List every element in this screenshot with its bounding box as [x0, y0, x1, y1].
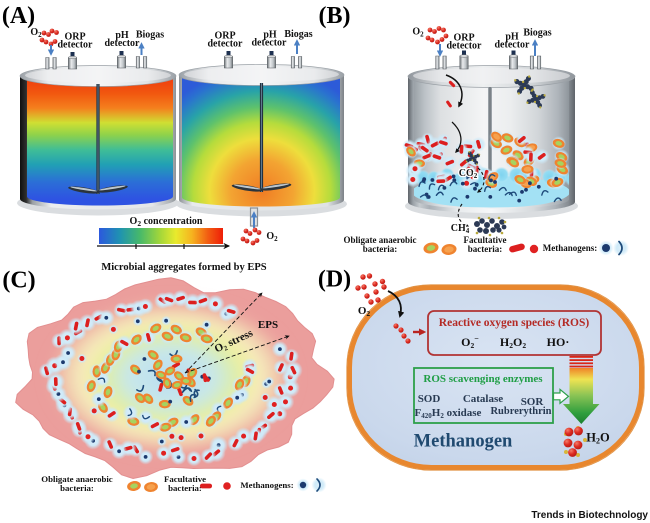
- svg-text:SOR: SOR: [521, 396, 545, 408]
- svg-text:ORP: ORP: [453, 33, 474, 44]
- svg-text:Biogas: Biogas: [136, 30, 164, 41]
- svg-text:pH: pH: [263, 30, 277, 41]
- svg-text:EPS: EPS: [258, 319, 278, 331]
- svg-text:bacteria:: bacteria:: [168, 483, 202, 493]
- svg-text:Rubrerythrin: Rubrerythrin: [490, 406, 551, 417]
- svg-text:detector: detector: [447, 41, 483, 52]
- svg-text:bacteria:: bacteria:: [468, 244, 502, 254]
- svg-text:Microbial aggregates formed by: Microbial aggregates formed by EPS: [101, 262, 266, 273]
- svg-text:ORP: ORP: [214, 31, 235, 42]
- svg-text:detector: detector: [58, 40, 94, 51]
- svg-text:Catalase: Catalase: [463, 393, 503, 405]
- svg-text:(B): (B): [319, 3, 351, 29]
- svg-text:Facultative: Facultative: [464, 235, 507, 245]
- svg-text:detector: detector: [495, 40, 531, 51]
- svg-text:detector: detector: [208, 39, 244, 50]
- svg-text:F420H2 oxidase: F420H2 oxidase: [415, 407, 482, 420]
- svg-text:Obligate anaerobic: Obligate anaerobic: [41, 474, 113, 484]
- svg-text:SOD: SOD: [418, 393, 441, 405]
- svg-text:Methanogens:: Methanogens:: [543, 243, 598, 253]
- svg-text:pH: pH: [505, 32, 519, 43]
- svg-text:detector: detector: [105, 38, 141, 49]
- svg-text:(C): (C): [2, 268, 35, 294]
- svg-text:Methanogen: Methanogen: [414, 432, 513, 452]
- svg-text:(D): (D): [318, 267, 351, 293]
- svg-text:HO·: HO·: [547, 335, 570, 349]
- svg-text:O2: O2: [412, 27, 424, 39]
- svg-text:bacteria:: bacteria:: [60, 483, 94, 493]
- svg-text:CH4: CH4: [451, 223, 470, 235]
- svg-text:O2: O2: [30, 27, 42, 39]
- svg-text:CO2: CO2: [459, 168, 478, 180]
- svg-text:Biogas: Biogas: [523, 28, 551, 39]
- svg-text:detector: detector: [252, 38, 288, 49]
- svg-text:Biogas: Biogas: [284, 29, 312, 40]
- svg-text:bacteria:: bacteria:: [363, 244, 397, 254]
- svg-text:Trends in Biotechnology: Trends in Biotechnology: [531, 510, 648, 521]
- svg-text:Methanogens:: Methanogens:: [240, 480, 293, 490]
- svg-text:H2O2: H2O2: [500, 335, 526, 350]
- svg-text:ROS scavenging enzymes: ROS scavenging enzymes: [423, 373, 543, 385]
- svg-text:Obligate anaerobic: Obligate anaerobic: [343, 235, 416, 245]
- svg-text:O2: O2: [266, 231, 278, 243]
- svg-text:O2 concentration: O2 concentration: [130, 216, 203, 228]
- svg-text:Reactive oxygen species (ROS): Reactive oxygen species (ROS): [439, 317, 590, 329]
- svg-text:pH: pH: [115, 30, 129, 41]
- svg-text:ORP: ORP: [64, 32, 85, 43]
- svg-text:Facultative: Facultative: [164, 474, 206, 484]
- svg-text:H2O: H2O: [586, 431, 610, 446]
- svg-text:O2: O2: [358, 305, 371, 318]
- svg-text:(A): (A): [2, 3, 35, 29]
